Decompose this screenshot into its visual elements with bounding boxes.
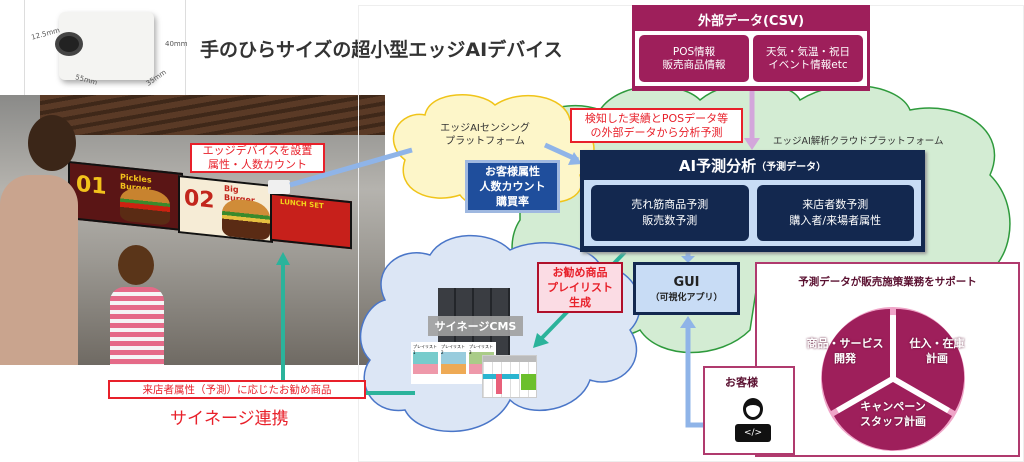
laptop-code: </> [735, 424, 771, 442]
sensing-platform-label: エッジAIセンシングプラットフォーム [430, 122, 540, 148]
callout-line: エッジデバイスを設置 [202, 144, 313, 157]
text: 検知した実績とPOSデータ等 [584, 111, 729, 125]
playlist-label: プレイリスト3 [469, 344, 493, 355]
title: AI予測分析 [678, 156, 757, 175]
text: 人数カウント [479, 180, 546, 193]
edge-device-callout: エッジデバイスを設置 属性・人数カウント [190, 143, 325, 173]
text: お勧め商品 [552, 266, 608, 279]
subtitle: （予測データ） [756, 161, 827, 173]
text: 商品・サービス [806, 337, 884, 350]
text: 生成 [569, 296, 591, 309]
text: イベント情報etc [768, 58, 848, 71]
playlist-thumbnails: プレイリスト1 プレイリスト2 プレイリスト3 [411, 342, 496, 384]
text: 計画 [926, 352, 948, 365]
arrowhead [680, 316, 696, 328]
support-box: 予測データが販売施策業務をサポート 商品・サービス開発 仕入・在庫計画 キャンペ… [755, 262, 1020, 457]
ai-prediction-box: AI予測分析（予測データ） 売れ筋商品予測販売数予測 来店者数予測購入者/来場者… [580, 150, 925, 252]
developer-icon: </> [733, 398, 773, 448]
callout-line: 属性・人数カウント [208, 158, 307, 171]
text: プラットフォーム [445, 136, 525, 147]
gui-title: GUI [673, 274, 700, 290]
segment-product [821, 308, 890, 411]
text: の外部データから分析予測 [590, 125, 723, 139]
text: 来店者数予測 [802, 198, 869, 211]
arrowhead [681, 256, 695, 263]
sales-prediction-box: 売れ筋商品予測販売数予測 [591, 185, 749, 241]
text: 天気・気温・祝日 [766, 45, 850, 58]
text: スタッフ計画 [860, 415, 926, 428]
support-title: 予測データが販売施策業務をサポート [798, 276, 977, 288]
playlist-label: プレイリスト1 [413, 344, 437, 355]
ai-title: AI予測分析（予測データ） [584, 150, 921, 180]
dim-label: 40mm [165, 40, 188, 48]
text: キャンペーン [860, 400, 926, 413]
store-scene-photo: 01 Pickles Burger 02 Big Burger LUNCH SE… [0, 95, 385, 365]
recommend-playlist-box: お勧め商品プレイリスト生成 [537, 262, 623, 313]
text: 仕入・在庫 [909, 337, 965, 350]
cloud-platform-label: エッジAI解析クラウドプラットフォーム [773, 136, 944, 147]
pos-data-box: POS情報販売商品情報 [639, 35, 749, 82]
person-adult [0, 115, 80, 365]
text: 販売数予測 [642, 214, 698, 227]
text: お客様属性 [485, 165, 540, 178]
arrowhead [276, 252, 290, 265]
schedule-grid [482, 355, 537, 398]
segment-label: 商品・サービス開発 [805, 336, 885, 366]
customer-attributes-box: お客様属性人数カウント購買率 [465, 160, 560, 213]
segment-campaign [834, 382, 952, 451]
segment-label: キャンペーンスタッフ計画 [853, 399, 933, 429]
playlist-label: プレイリスト2 [441, 344, 465, 355]
segment-stock [896, 308, 965, 411]
device-title: 手のひらサイズの超小型エッジAIデバイス [200, 39, 563, 61]
customer-box: お客様 </> [703, 366, 795, 455]
recommend-callout: 来店者属性（予測）に応じたお勧め商品 [108, 380, 366, 399]
external-data-title: 外部データ(CSV) [697, 13, 805, 29]
edge-device [268, 180, 290, 194]
ceiling [40, 95, 385, 135]
text: 購入者/来場者属性 [789, 214, 882, 227]
gui-subtitle: （可視化アプリ） [650, 292, 723, 303]
text: 販売商品情報 [662, 58, 726, 71]
text: POS情報 [672, 45, 716, 58]
arrowhead [533, 333, 549, 348]
weather-data-box: 天気・気温・祝日イベント情報etc [753, 35, 863, 82]
arrowhead [568, 152, 582, 165]
segment-label: 仕入・在庫計画 [902, 336, 972, 366]
text: プレイリスト [547, 281, 613, 294]
person-child [100, 245, 170, 365]
device-image: 12.5mm 40mm 55mm 35mm [24, 0, 188, 95]
text: 開発 [834, 352, 856, 365]
text: 購買率 [496, 195, 529, 208]
external-data-box: 外部データ(CSV) POS情報販売商品情報 天気・気温・祝日イベント情報etc [632, 5, 870, 91]
support-cycle-chart [821, 307, 965, 451]
text: 売れ筋商品予測 [631, 198, 709, 211]
analysis-callout: 検知した実績とPOSデータ等の外部データから分析予測 [570, 108, 743, 143]
text: エッジAIセンシング [440, 123, 530, 134]
person-head [743, 398, 763, 420]
arrow-device-to-sensing [289, 147, 413, 188]
visitor-prediction-box: 来店者数予測購入者/来場者属性 [756, 185, 914, 241]
signage-link-label: サイネージ連携 [170, 409, 289, 429]
arrow-customer-to-gui [685, 325, 705, 428]
camera-lens [55, 32, 83, 56]
customer-label: お客様 [725, 376, 758, 389]
cms-label: サイネージCMS [428, 316, 523, 336]
gui-app-box[interactable]: GUI （可視化アプリ） [633, 262, 740, 315]
arrowhead [744, 138, 760, 150]
